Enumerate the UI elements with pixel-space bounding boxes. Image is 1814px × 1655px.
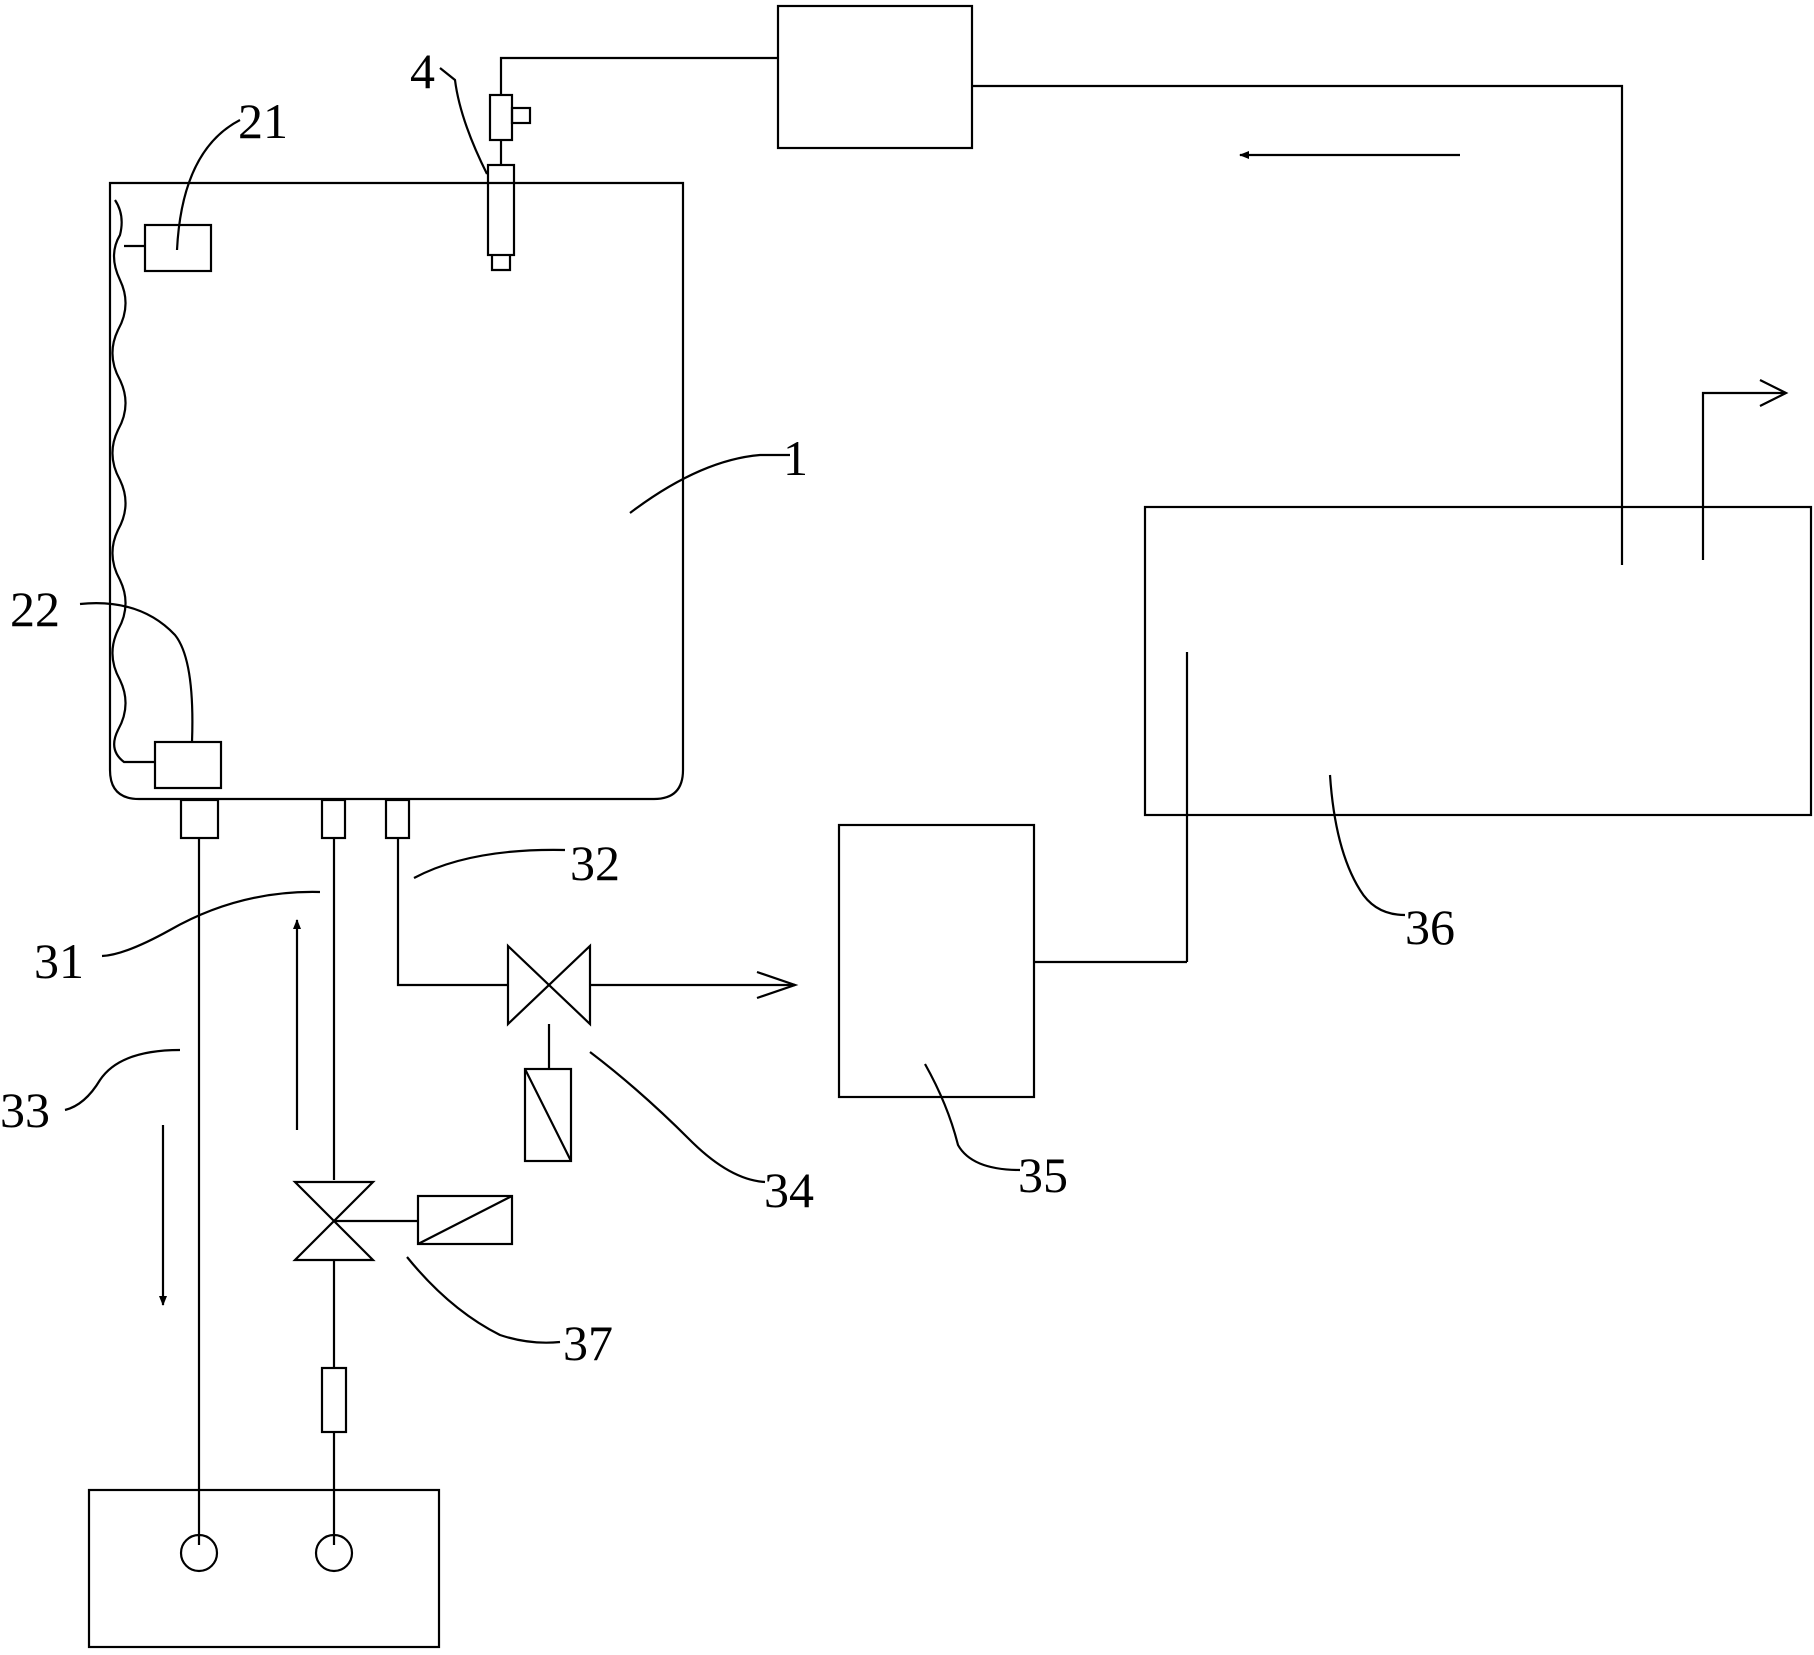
sensor-wire (111, 199, 155, 764)
upper-pipe (499, 56, 778, 95)
pipe-32 (396, 838, 508, 987)
check-valve (488, 93, 514, 142)
label-37: 37 (563, 1315, 613, 1371)
label-35: 35 (1018, 1147, 1068, 1203)
actuator-34 (523, 1067, 573, 1163)
sensor-22 (153, 740, 223, 790)
large-tank-36 (1143, 505, 1813, 817)
valve-37 (292, 1180, 376, 1262)
outlet-pipe (1701, 391, 1786, 560)
sensor-21 (143, 223, 213, 273)
label-1: 1 (783, 430, 808, 486)
outlet-arrow (1759, 379, 1789, 407)
label-22: 22 (10, 581, 60, 637)
top-box (776, 4, 974, 150)
label-21: 21 (238, 93, 288, 149)
label-33: 33 (0, 1082, 50, 1138)
bottom-box (87, 1488, 441, 1649)
tank-body (108, 181, 685, 801)
actuator-37 (416, 1194, 514, 1246)
label-34: 34 (764, 1162, 814, 1218)
label-4: 4 (410, 43, 435, 99)
flow-arrow-right (756, 970, 799, 1000)
label-36: 36 (1405, 899, 1455, 955)
label-32: 32 (570, 835, 620, 891)
spray-nozzle (486, 163, 516, 257)
valve-34 (506, 943, 592, 1027)
return-pipe (972, 84, 1624, 565)
box-35 (837, 823, 1036, 1099)
label-31: 31 (34, 933, 84, 989)
filter (320, 1366, 348, 1434)
